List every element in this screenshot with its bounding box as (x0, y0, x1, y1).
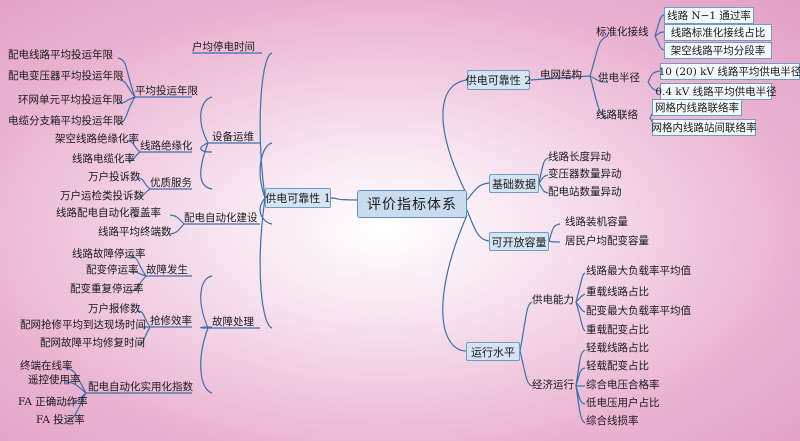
leaf-fa-commission-rate[interactable]: FA 投运率 (36, 414, 85, 426)
node-grid-structure[interactable]: 电网结构 (540, 69, 582, 81)
leaf-household-capacity[interactable]: 居民户均配变容量 (565, 235, 649, 247)
leaf-avg-repair-time[interactable]: 配网故障平均修复时间 (40, 337, 145, 349)
leaf-n1-pass-rate[interactable]: 线路 N−1 通过率 (664, 7, 754, 24)
leaf-transformer-repeat-outage[interactable]: 配变重复停运率 (70, 283, 144, 295)
leaf-complaints-per-10k[interactable]: 万户投诉数 (88, 171, 141, 183)
leaf-max-line-load[interactable]: 线路最大负载率平均值 (586, 265, 691, 277)
node-fault-handling[interactable]: 故障处理 (212, 316, 254, 328)
leaf-line-service-years[interactable]: 配电线路平均投运年限 (8, 49, 113, 61)
branch-reliability-1[interactable]: 供电可靠性 1 (265, 188, 331, 208)
node-fault-occurrence[interactable]: 故障发生 (146, 264, 188, 276)
leaf-line-length-change[interactable]: 线路长度异动 (548, 151, 611, 163)
leaf-ops-complaints-per-10k[interactable]: 万户运检类投诉数 (60, 190, 144, 202)
leaf-grid-station-link-rate[interactable]: 网格内线路站间联络率 (652, 119, 757, 136)
node-repair-efficiency[interactable]: 抢修效率 (150, 315, 192, 327)
leaf-automation-coverage[interactable]: 线路配电自动化覆盖率 (56, 207, 161, 219)
leaf-transformer-count-change[interactable]: 变压器数量异动 (548, 168, 622, 180)
node-supply-capacity[interactable]: 供电能力 (532, 294, 574, 306)
leaf-line-loss-rate[interactable]: 综合线损率 (586, 415, 639, 427)
leaf-repair-requests[interactable]: 万户报修数 (88, 303, 141, 315)
leaf-10kv-radius[interactable]: 10 (20) kV 线路平均供电半径 (659, 63, 800, 80)
node-outage-time[interactable]: 户均停电时间 (192, 41, 255, 53)
leaf-grid-link-rate[interactable]: 网格内线路联络率 (652, 99, 742, 116)
node-automation[interactable]: 配电自动化建设 (184, 212, 258, 224)
node-economic-operation[interactable]: 经济运行 (532, 379, 574, 391)
leaf-avg-arrival-time[interactable]: 配网抢修平均到达现场时间 (20, 319, 146, 331)
leaf-fa-correct-rate[interactable]: FA 正确动作率 (18, 396, 88, 408)
leaf-light-transformer-ratio[interactable]: 轻载配变占比 (586, 360, 649, 372)
leaf-04kv-radius[interactable]: 0.4 kV 线路平均供电半径 (655, 83, 777, 100)
leaf-overhead-segment-rate[interactable]: 架空线路平均分段率 (664, 42, 772, 59)
node-line-link[interactable]: 线路联络 (596, 109, 638, 121)
node-equipment[interactable]: 设备运维 (212, 131, 254, 143)
leaf-terminal-online-rate[interactable]: 终端在线率 (20, 360, 73, 372)
leaf-avg-terminals[interactable]: 线路平均终端数 (98, 226, 172, 238)
leaf-transformer-outage-rate[interactable]: 配变停运率 (86, 264, 139, 276)
root-node[interactable]: 评价指标体系 (357, 190, 467, 218)
node-insulation[interactable]: 线路绝缘化 (140, 140, 193, 152)
leaf-standard-wiring-ratio[interactable]: 线路标准化接线占比 (664, 24, 772, 41)
leaf-cable-rate[interactable]: 线路电缆化率 (72, 153, 135, 165)
branch-reliability-2[interactable]: 供电可靠性 2 (466, 70, 531, 90)
leaf-low-voltage-users[interactable]: 低电压用户占比 (586, 397, 660, 409)
node-supply-radius[interactable]: 供电半径 (598, 72, 640, 84)
leaf-max-transformer-load[interactable]: 配变最大负载率平均值 (586, 305, 691, 317)
leaf-installed-capacity[interactable]: 线路装机容量 (565, 216, 628, 228)
node-standard-wiring[interactable]: 标准化接线 (596, 26, 649, 38)
branch-open-capacity[interactable]: 可开放容量 (489, 232, 549, 251)
branch-basic-data[interactable]: 基础数据 (489, 174, 539, 193)
leaf-light-line-ratio[interactable]: 轻载线路占比 (586, 342, 649, 354)
leaf-cable-box-service-years[interactable]: 电缆分支箱平均投运年限 (8, 115, 124, 127)
leaf-ring-unit-service-years[interactable]: 环网单元平均投运年限 (18, 94, 123, 106)
leaf-heavy-transformer-ratio[interactable]: 重载配变占比 (586, 324, 649, 336)
leaf-transformer-service-years[interactable]: 配电变压器平均投运年限 (8, 70, 124, 82)
branch-operation-level[interactable]: 运行水平 (466, 342, 520, 361)
leaf-remote-control-usage[interactable]: 遥控使用率 (28, 374, 81, 386)
leaf-overhead-insulation-rate[interactable]: 架空线路绝缘化率 (55, 133, 139, 145)
node-da-usage-index[interactable]: 配电自动化实用化指数 (88, 381, 193, 393)
leaf-station-count-change[interactable]: 配电站数量异动 (548, 186, 622, 198)
leaf-line-fault-rate[interactable]: 线路故障停运率 (72, 248, 146, 260)
leaf-voltage-qualification[interactable]: 综合电压合格率 (586, 379, 660, 391)
node-service-years[interactable]: 平均投运年限 (135, 85, 198, 97)
node-quality-service[interactable]: 优质服务 (150, 177, 192, 189)
leaf-heavy-line-ratio[interactable]: 重载线路占比 (586, 286, 649, 298)
